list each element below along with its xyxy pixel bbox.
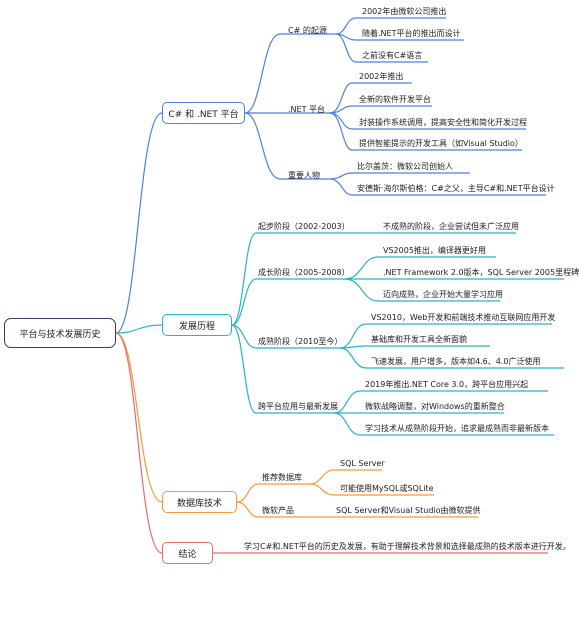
leaf-origin-2[interactable]: 随着.NET平台的推出而设计 <box>362 29 461 38</box>
node-db-microsoft[interactable]: 微软产品 <box>262 506 294 515</box>
node-csharp-origin[interactable]: C# 的起源 <box>288 26 327 35</box>
leaf-origin-1[interactable]: 2002年由微软公司推出 <box>362 7 447 16</box>
leaf-cross-2[interactable]: 微软战略调整，对Windows的重新整合 <box>365 402 505 411</box>
leaf-net-4[interactable]: 提供智能提示的开发工具（如Visual Studio） <box>359 139 523 148</box>
branch-conclusion[interactable]: 结论 <box>162 542 213 564</box>
leaf-growth-3[interactable]: 迈向成熟，企业开始大量学习应用 <box>383 290 503 299</box>
leaf-people-2[interactable]: 安德斯·海尔斯伯格：C#之父，主导C#和.NET平台设计 <box>357 184 555 193</box>
leaf-net-1[interactable]: 2002年推出 <box>359 72 404 81</box>
leaf-mature-2[interactable]: 基础库和开发工具全新面貌 <box>371 335 467 344</box>
node-net-platform[interactable]: .NET 平台 <box>288 105 326 114</box>
leaf-db-rec-1[interactable]: SQL Server <box>340 459 385 468</box>
node-db-recommended[interactable]: 推荐数据库 <box>262 473 302 482</box>
leaf-net-2[interactable]: 全新的软件开发平台 <box>359 95 431 104</box>
branch-development[interactable]: 发展历程 <box>162 314 232 336</box>
leaf-conclusion-text[interactable]: 学习C#和.NET平台的历史及发展，有助于理解技术背景和选择最成熟的技术版本进行… <box>244 542 571 551</box>
root-node[interactable]: 平台与技术发展历史 <box>4 318 116 348</box>
node-stage-start[interactable]: 起步阶段（2002-2003） <box>258 222 350 231</box>
leaf-growth-1[interactable]: VS2005推出，编译器更好用 <box>383 246 486 255</box>
leaf-people-1[interactable]: 比尔盖茨：微软公司创始人 <box>357 162 453 171</box>
leaf-cross-1[interactable]: 2019年推出.NET Core 3.0，跨平台应用兴起 <box>365 380 529 389</box>
node-stage-cross[interactable]: 跨平台应用与最新发展 <box>258 402 338 411</box>
node-stage-mature[interactable]: 成熟阶段（2010至今） <box>258 337 343 346</box>
node-stage-growth[interactable]: 成长阶段（2005-2008） <box>258 268 350 277</box>
branch-csharp-net[interactable]: C# 和 .NET 平台 <box>162 102 245 124</box>
leaf-mature-1[interactable]: VS2010，Web开发和前端技术推动互联网应用开发 <box>371 313 556 322</box>
leaf-db-ms-1[interactable]: SQL Server和Visual Studio由微软提供 <box>336 506 481 515</box>
leaf-net-3[interactable]: 封装操作系统调用，提高安全性和简化开发过程 <box>359 118 527 127</box>
leaf-db-rec-2[interactable]: 可能使用MySQL或SQLite <box>340 484 434 493</box>
node-people[interactable]: 重要人物 <box>288 171 320 180</box>
leaf-origin-3[interactable]: 之前没有C#语言 <box>362 51 423 60</box>
leaf-cross-3[interactable]: 学习技术从成熟阶段开始，追求最成熟而非最新版本 <box>365 424 549 433</box>
leaf-growth-2[interactable]: .NET Framework 2.0版本，SQL Server 2005里程碑 <box>383 268 579 277</box>
leaf-start-1[interactable]: 不成熟的阶段，企业尝试但未广泛应用 <box>383 222 519 231</box>
leaf-mature-3[interactable]: 飞速发展，用户增多，版本如4.6、4.0广泛使用 <box>371 357 541 366</box>
branch-database[interactable]: 数据库技术 <box>162 491 237 513</box>
